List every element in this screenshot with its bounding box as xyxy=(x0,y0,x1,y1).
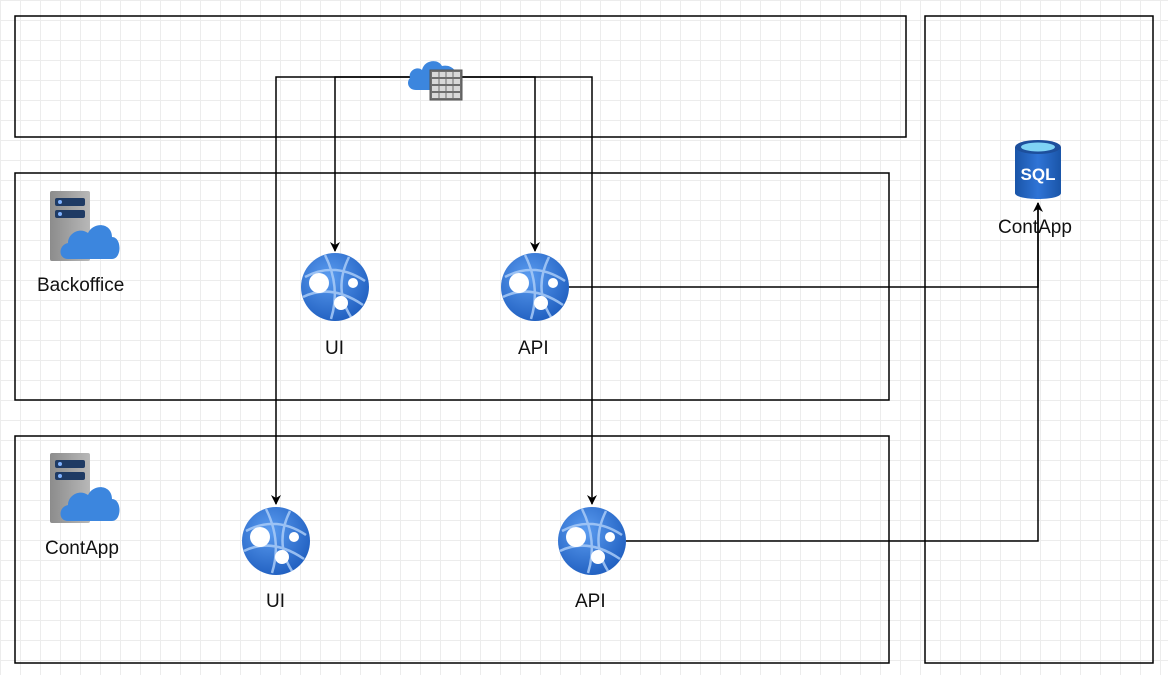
backoffice-group-label: Backoffice xyxy=(37,275,125,296)
server-cloud-icon xyxy=(50,453,120,523)
edge-registry-to-backoffice-ui xyxy=(330,76,410,252)
edge-contapp-api-to-database xyxy=(626,203,1039,542)
server-cloud-icon xyxy=(50,191,120,261)
app-service-icon xyxy=(242,507,310,575)
contapp-group-label: ContApp xyxy=(45,538,119,559)
contapp-ui-label: UI xyxy=(266,591,285,612)
sql-icon-text: SQL xyxy=(1021,165,1056,184)
edge-registry-to-backoffice-api xyxy=(462,76,540,252)
container-registry-icon xyxy=(408,61,463,101)
edge-registry-to-contapp-api xyxy=(462,76,597,505)
connectors xyxy=(271,76,1043,542)
backoffice-api-label: API xyxy=(518,338,549,359)
app-service-icon xyxy=(558,507,626,575)
sql-database-icon: SQL xyxy=(1015,140,1061,199)
database-label: ContApp xyxy=(998,217,1072,238)
backoffice-ui-label: UI xyxy=(325,338,344,359)
edge-backoffice-api-to-database xyxy=(568,202,1043,288)
app-service-icon xyxy=(501,253,569,321)
registry-container xyxy=(14,15,907,138)
contapp-group xyxy=(14,435,890,664)
contapp-api-label: API xyxy=(575,591,606,612)
app-service-icon xyxy=(301,253,369,321)
database-container xyxy=(924,15,1154,664)
